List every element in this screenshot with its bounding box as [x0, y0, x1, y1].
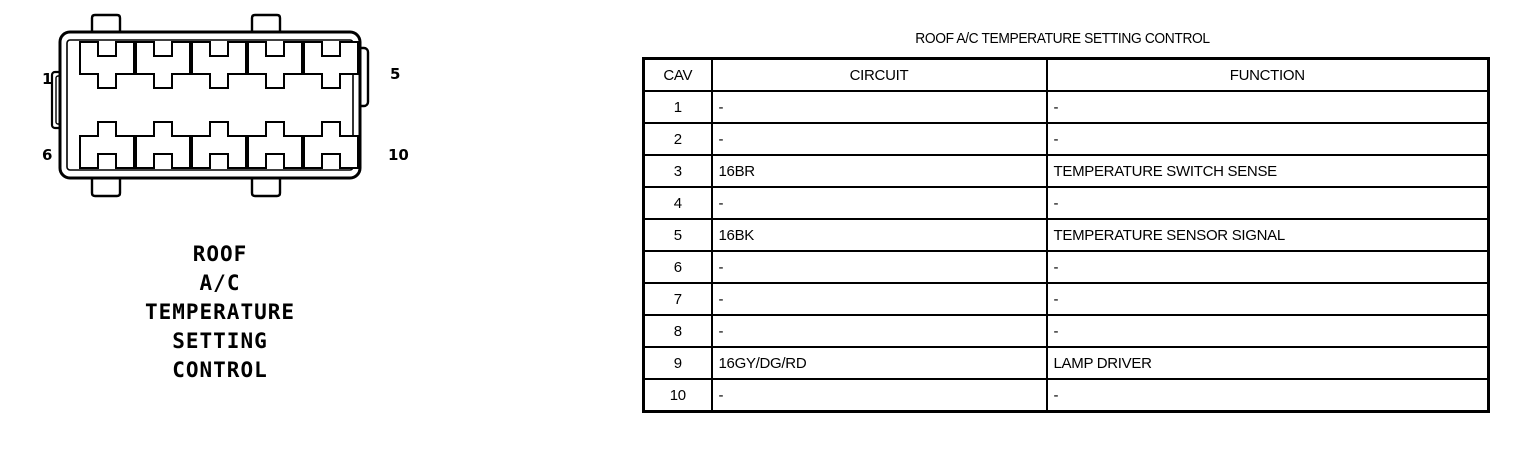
cavity-10	[303, 121, 359, 169]
connector-pinout-drawing	[50, 13, 370, 198]
cell-cav: 10	[642, 378, 713, 413]
cell-function: LAMP DRIVER	[1045, 346, 1490, 380]
cell-cav: 7	[642, 282, 713, 316]
cell-function: -	[1045, 250, 1490, 284]
cell-circuit: -	[710, 122, 1048, 156]
cell-cav: 4	[642, 186, 713, 220]
connector-caption: ROOF A/C TEMPERATURE SETTING CONTROL	[0, 240, 440, 385]
table-row: 6--	[642, 250, 1490, 284]
column-header-circuit: CIRCUIT	[710, 57, 1048, 92]
cavity-1	[79, 41, 135, 89]
cell-circuit: -	[710, 250, 1048, 284]
cell-cav: 8	[642, 314, 713, 348]
cell-function: -	[1045, 90, 1490, 124]
cell-circuit: -	[710, 282, 1048, 316]
connector-top-tabs	[90, 13, 282, 32]
cell-circuit: 16GY/DG/RD	[710, 346, 1048, 380]
table-row: 10--	[642, 378, 1490, 413]
cell-function: -	[1045, 186, 1490, 220]
cavity-5	[303, 41, 359, 89]
cell-function: TEMPERATURE SENSOR SIGNAL	[1045, 218, 1490, 252]
cell-cav: 9	[642, 346, 713, 380]
connector-bottom-tabs	[90, 178, 282, 198]
caption-line-3: TEMPERATURE	[144, 300, 296, 324]
cell-cav: 2	[642, 122, 713, 156]
cell-cav: 3	[642, 154, 713, 188]
table-header-row: CAV CIRCUIT FUNCTION	[642, 57, 1490, 92]
pin-number-5: 5	[390, 65, 401, 83]
table-row: 8--	[642, 314, 1490, 348]
cavity-7	[135, 121, 191, 169]
caption-line-5: CONTROL	[172, 358, 268, 382]
cell-circuit: -	[710, 314, 1048, 348]
cell-function: TEMPERATURE SWITCH SENSE	[1045, 154, 1490, 188]
cell-circuit: -	[710, 378, 1048, 413]
cavity-8	[191, 121, 247, 169]
cell-circuit: -	[710, 90, 1048, 124]
column-header-function: FUNCTION	[1045, 57, 1490, 92]
pin-number-10: 10	[388, 146, 409, 164]
cavity-row-bottom	[79, 121, 359, 169]
cell-function: -	[1045, 314, 1490, 348]
table-row: 1--	[642, 90, 1490, 124]
caption-line-4: SETTING	[172, 329, 268, 353]
cell-function: -	[1045, 122, 1490, 156]
cell-function: -	[1045, 282, 1490, 316]
cavity-6	[79, 121, 135, 169]
cavity-4	[247, 41, 303, 89]
cavity-3	[191, 41, 247, 89]
cavity-9	[247, 121, 303, 169]
cell-circuit: -	[710, 186, 1048, 220]
pin-number-6: 6	[42, 146, 53, 164]
cell-circuit: 16BR	[710, 154, 1048, 188]
table-row: 4--	[642, 186, 1490, 220]
cell-function: -	[1045, 378, 1490, 413]
caption-line-2: A/C	[199, 271, 241, 295]
cavity-row-top	[79, 41, 359, 89]
pin-number-1: 1	[42, 70, 53, 88]
cavity-2	[135, 41, 191, 89]
table-row: 2--	[642, 122, 1490, 156]
table-row: 7--	[642, 282, 1490, 316]
column-header-cav: CAV	[642, 57, 713, 92]
connector-diagram-panel: 1 6 5 10 ROOF A/C TEMPERATURE SETTING CO…	[0, 0, 440, 464]
caption-line-1: ROOF	[192, 242, 248, 266]
cell-cav: 5	[642, 218, 713, 252]
cell-circuit: 16BK	[710, 218, 1048, 252]
pinout-table-panel: ROOF A/C TEMPERATURE SETTING CONTROL CAV…	[640, 0, 1500, 464]
cell-cav: 1	[642, 90, 713, 124]
table-title: ROOF A/C TEMPERATURE SETTING CONTROL	[915, 30, 1210, 47]
cell-cav: 6	[642, 250, 713, 284]
